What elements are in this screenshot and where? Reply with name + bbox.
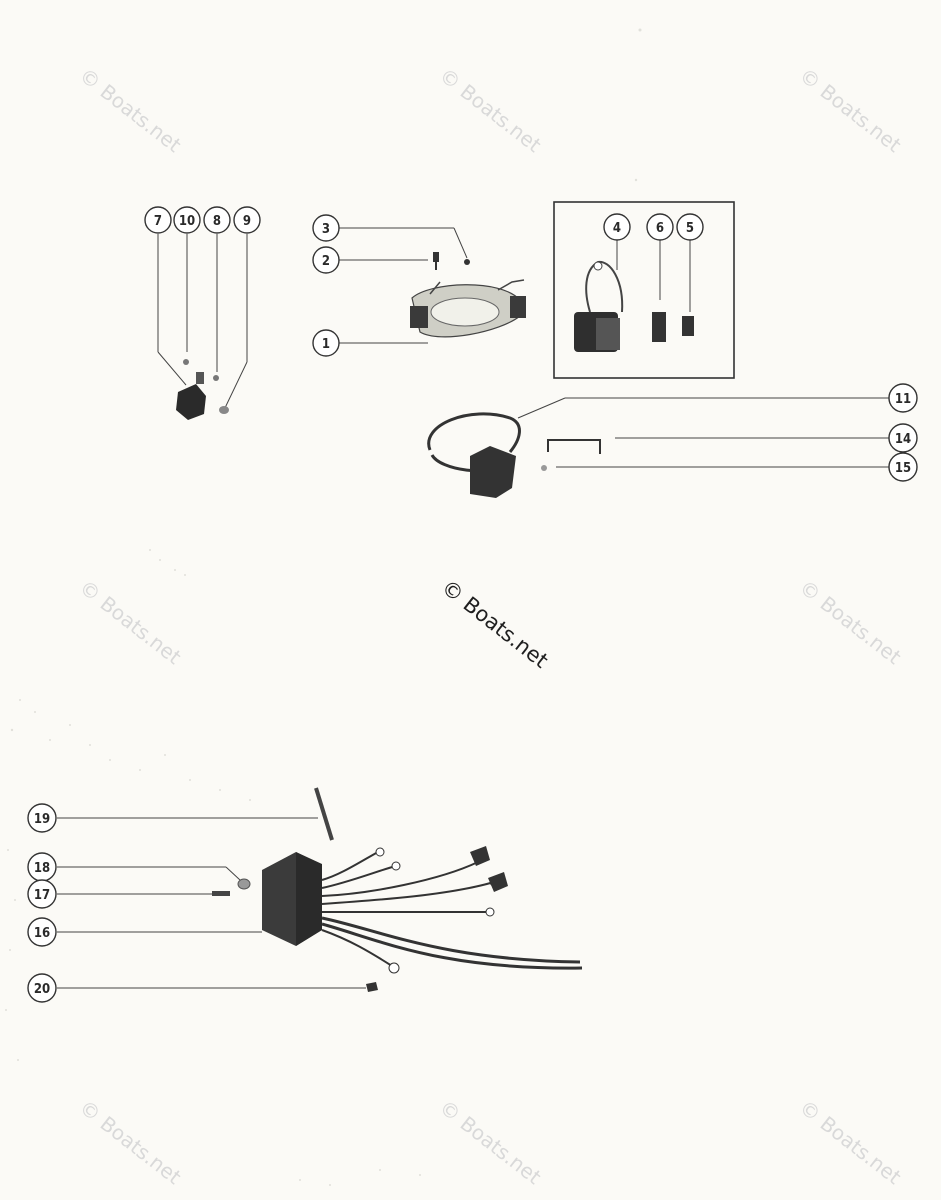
- callout-2: [312, 246, 340, 274]
- center-watermark: © Boats.net: [437, 575, 553, 673]
- callout-4: [603, 213, 631, 241]
- callout-17-label: 17: [34, 888, 50, 903]
- screw-part: [433, 252, 470, 270]
- watermark: © Boats.net: [795, 575, 906, 669]
- callout-11-label: 11: [895, 392, 911, 407]
- callout-3: [312, 214, 340, 242]
- watermark: © Boats.net: [75, 1095, 186, 1189]
- bolt-part: [212, 878, 251, 896]
- watermark: © Boats.net: [795, 63, 906, 157]
- speckle-texture: [5, 28, 642, 1186]
- callout-19-label: 19: [34, 812, 50, 827]
- coil-part: [574, 260, 624, 352]
- callout-6-label: 6: [656, 221, 664, 236]
- watermark: © Boats.net: [435, 63, 546, 157]
- callout-8: [203, 206, 231, 234]
- callout-2-label: 2: [322, 254, 330, 269]
- watermark: © Boats.net: [75, 575, 186, 669]
- callout-3-label: 3: [322, 222, 330, 237]
- callout-14-label: 14: [895, 432, 911, 447]
- callout-16-label: 16: [34, 926, 50, 941]
- callout-8-label: 8: [213, 214, 221, 229]
- washer-part: [541, 465, 547, 471]
- callout-16: [27, 917, 57, 947]
- small-clip-part: [652, 312, 694, 342]
- callout-14: [888, 423, 918, 453]
- callout-17: [27, 879, 57, 909]
- wire-terminals: [375, 846, 508, 974]
- trigger-module-part: [176, 359, 229, 420]
- screw-part: [366, 982, 378, 992]
- watermark: © Boats.net: [435, 1095, 546, 1189]
- wiring-harness: [321, 851, 583, 970]
- inset-box: [553, 201, 735, 379]
- callout-20-label: 20: [34, 982, 50, 997]
- callouts: [27, 206, 918, 1003]
- stator-plate-part: [410, 279, 526, 338]
- watermark: © Boats.net: [795, 1095, 906, 1189]
- leader-lines: [57, 227, 889, 989]
- callout-5-label: 5: [686, 221, 694, 236]
- bracket-ring-part: [427, 412, 521, 498]
- callout-15-label: 15: [895, 461, 911, 476]
- switch-box-part: [262, 852, 322, 946]
- callout-15: [888, 452, 918, 482]
- watermark: © Boats.net: [75, 63, 186, 157]
- long-bolt-part: [314, 787, 334, 841]
- callout-1: [312, 329, 340, 357]
- callout-7-label: 7: [154, 214, 162, 229]
- callout-6: [646, 213, 674, 241]
- callout-11: [888, 383, 918, 413]
- callout-5: [676, 213, 704, 241]
- callout-18-label: 18: [34, 861, 50, 876]
- callout-20: [27, 973, 57, 1003]
- callout-19: [27, 803, 57, 833]
- callout-labels: 7 10 8 9 3 2 1 4 6 5 11 14 15 19 18 17 1…: [34, 214, 911, 997]
- callout-7: [144, 206, 172, 234]
- callout-9: [233, 206, 261, 234]
- callout-10-label: 10: [179, 214, 195, 229]
- callout-1-label: 1: [322, 337, 330, 352]
- callout-4-label: 4: [613, 221, 621, 236]
- callout-9-label: 9: [243, 214, 251, 229]
- callout-10: [173, 206, 201, 234]
- staple-part: [547, 439, 601, 454]
